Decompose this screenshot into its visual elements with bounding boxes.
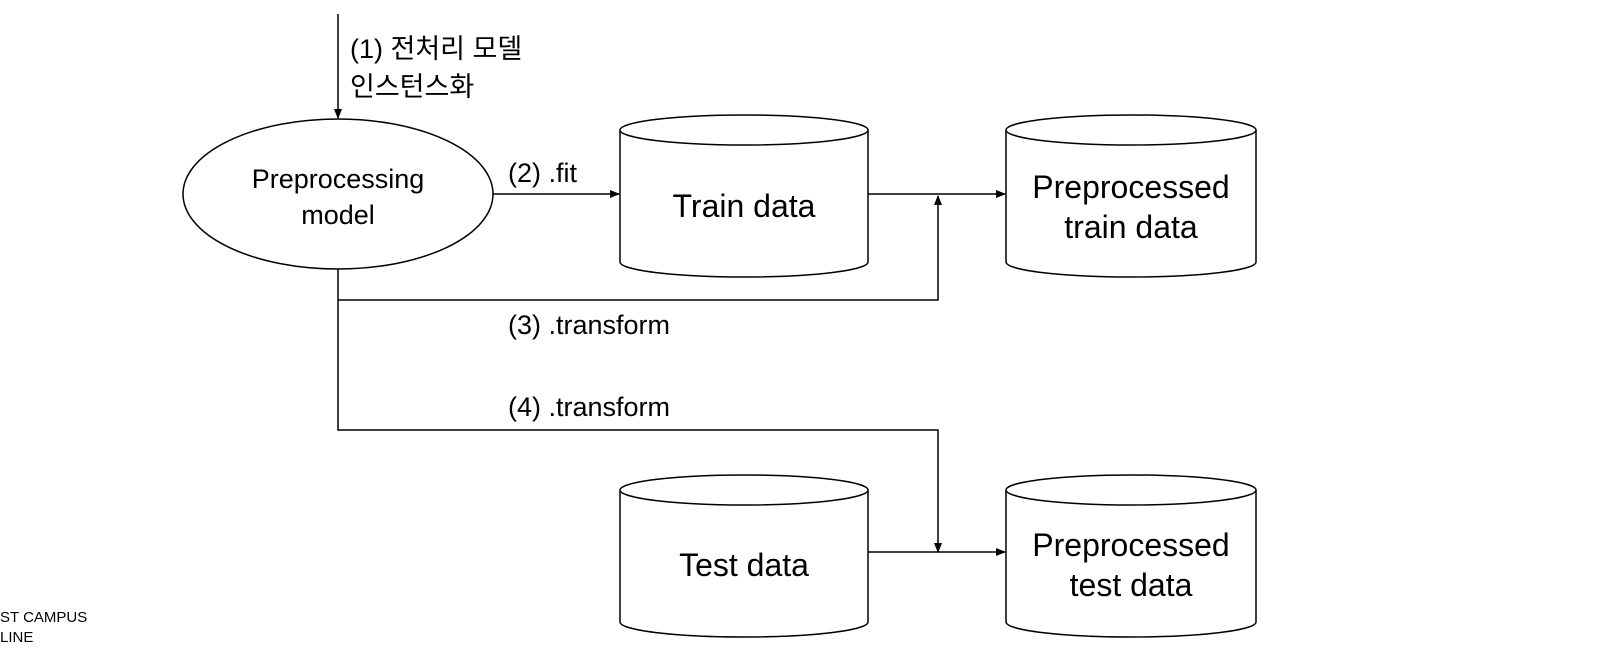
preprocessed-train-cylinder xyxy=(1005,114,1257,278)
transform-test-path xyxy=(337,300,942,553)
model-label-line2: model xyxy=(301,200,375,230)
preprocessing-model-node xyxy=(182,118,494,270)
preprocessed-test-cylinder xyxy=(1005,474,1257,638)
prep-test-label-line1: Preprocessed xyxy=(1032,527,1229,563)
transform-train-path xyxy=(337,195,942,301)
test-data-cylinder xyxy=(619,474,869,638)
test-data-label: Test data xyxy=(679,547,809,583)
prep-train-label-line1: Preprocessed xyxy=(1032,169,1229,205)
step1-label-line1: (1) 전처리 모델 xyxy=(350,34,522,64)
prep-test-label-line2: test data xyxy=(1070,567,1193,603)
fit-label: (2) .fit xyxy=(508,158,578,188)
prep-train-label-line2: train data xyxy=(1064,209,1198,245)
step1-label-line2: 인스턴스화 xyxy=(350,72,474,102)
footer-text-line1: ST CAMPUS xyxy=(0,609,88,626)
transform-test-label: (4) .transform xyxy=(508,392,670,422)
train-data-cylinder xyxy=(619,114,869,278)
model-label-line1: Preprocessing xyxy=(252,164,425,194)
transform-train-label: (3) .transform xyxy=(508,310,670,340)
footer-text-line2: LINE xyxy=(0,629,34,646)
train-data-label: Train data xyxy=(673,188,816,224)
